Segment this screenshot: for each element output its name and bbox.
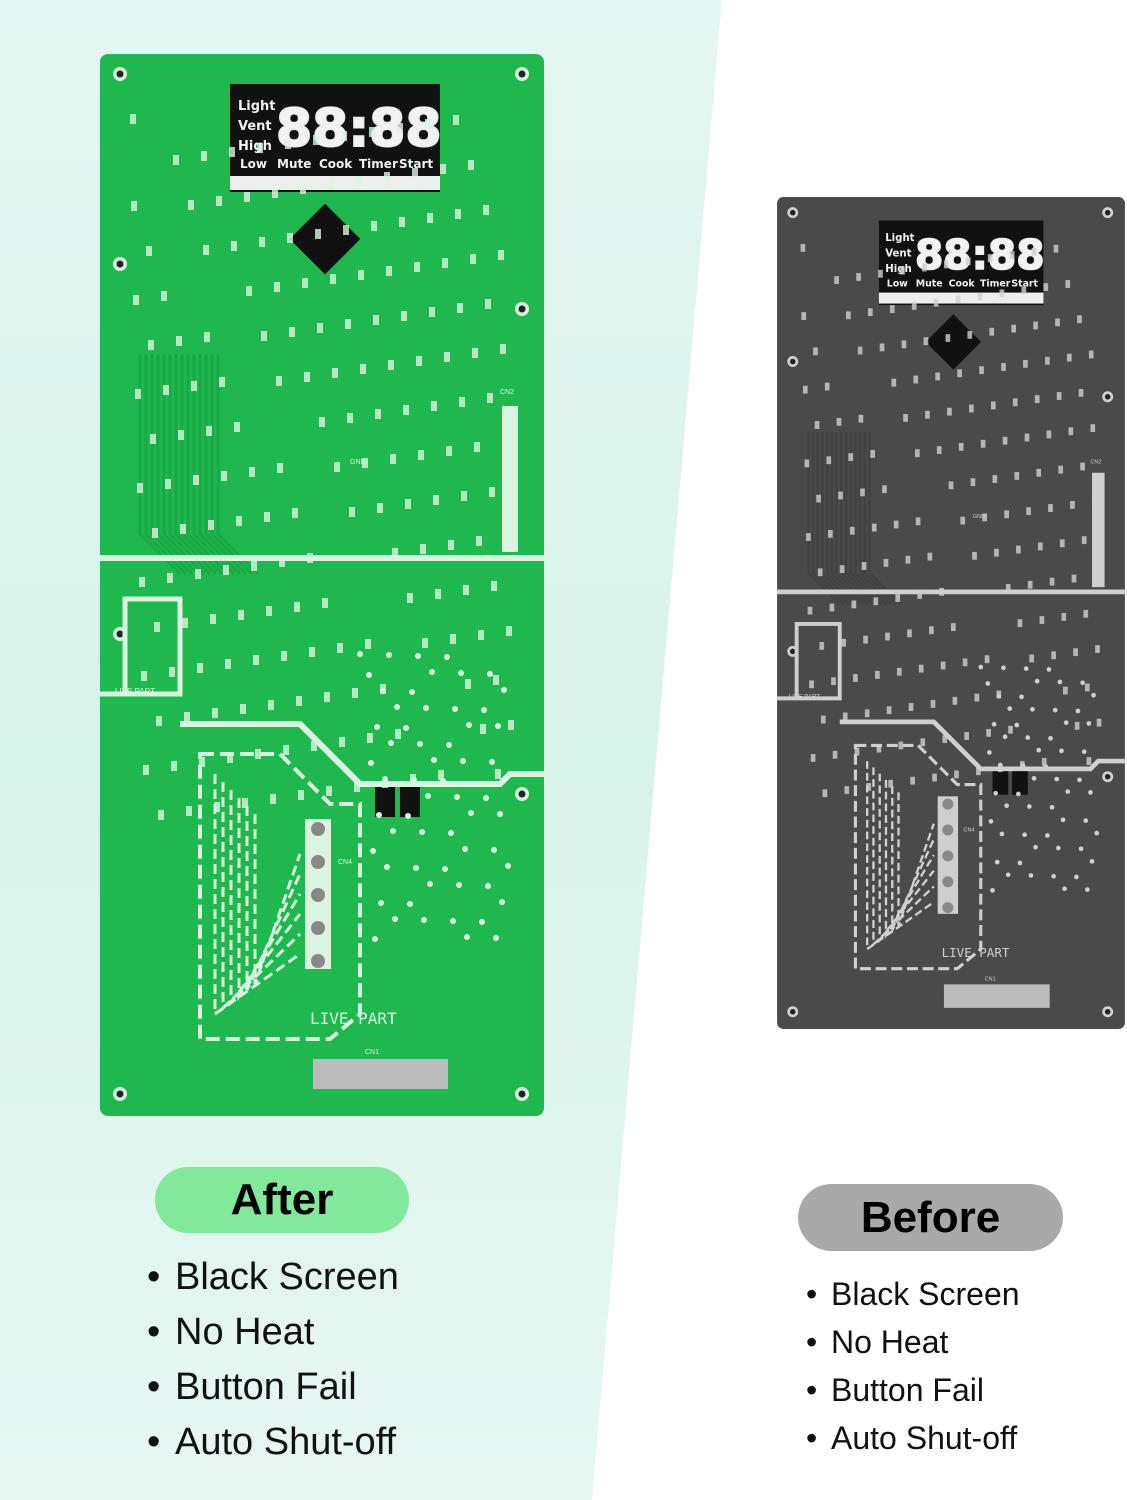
display-label: Cook [949, 278, 976, 289]
pcb-substrate [777, 197, 1125, 1029]
list-item: Auto Shut-off [147, 1415, 399, 1470]
display-digits: 88:88 [276, 99, 442, 159]
cn1-label: CN1 [365, 1049, 379, 1056]
live-part-boundary [180, 721, 544, 787]
cn1-terminal [313, 1059, 448, 1089]
list-item: Button Fail [806, 1366, 1020, 1414]
display-label: Timer [980, 278, 1011, 289]
display-label: Vent [885, 249, 911, 260]
live-part-label: LIVE PART [942, 945, 1010, 960]
display-label: Low [887, 278, 908, 289]
cn2-header [502, 406, 518, 552]
list-item: Black Screen [147, 1250, 399, 1305]
list-item: No Heat [147, 1305, 399, 1360]
cn2-label: CN2 [1090, 459, 1101, 465]
display-label: High [238, 139, 272, 154]
display-label: Light [885, 233, 914, 244]
pcb-substrate [100, 54, 544, 1116]
cn2-header [1092, 472, 1105, 588]
display-label: Light [238, 99, 276, 114]
before-badge: Before [798, 1184, 1063, 1251]
gnd-label: GND [973, 514, 985, 520]
live-part-label-small: LIVE PART [789, 693, 821, 700]
list-item: No Heat [806, 1318, 1020, 1366]
relay [992, 771, 1009, 795]
gnd-label: GND [350, 459, 366, 466]
display-label: High [885, 264, 912, 275]
live-part-boundary [839, 719, 1125, 772]
live-part-label: LIVE PART [310, 1009, 397, 1028]
led-display [878, 220, 1044, 306]
cn1-label: CN1 [985, 976, 996, 982]
led-display [230, 84, 440, 192]
display-label: Low [240, 157, 267, 171]
display-label: Cook [319, 157, 353, 171]
list-item: Black Screen [806, 1270, 1020, 1318]
list-item: Button Fail [147, 1360, 399, 1415]
list-item: Auto Shut-off [806, 1414, 1020, 1462]
cn1-terminal [943, 984, 1050, 1008]
after-badge: After [155, 1167, 409, 1233]
live-part-label-small: LIVE PART [115, 687, 155, 696]
display-label: Start [399, 157, 433, 171]
display-label: Vent [238, 119, 272, 134]
cn4-label: CN4 [338, 859, 352, 866]
display-label: Mute [916, 278, 943, 289]
after-label: After [230, 1175, 334, 1224]
display-digits: 88:88 [915, 231, 1045, 279]
display-label: Timer [359, 157, 398, 171]
after-symptom-list: Black Screen No Heat Button Fail Auto Sh… [147, 1250, 399, 1470]
display-label: Start [1011, 278, 1038, 289]
display-label: Mute [277, 157, 311, 171]
cn2-label: CN2 [500, 389, 514, 396]
relay [375, 787, 395, 817]
microcontroller-chip [289, 203, 361, 275]
cn4-label: CN4 [964, 828, 975, 834]
before-symptom-list: Black Screen No Heat Button Fail Auto Sh… [806, 1270, 1020, 1462]
before-label: Before [860, 1192, 1001, 1242]
